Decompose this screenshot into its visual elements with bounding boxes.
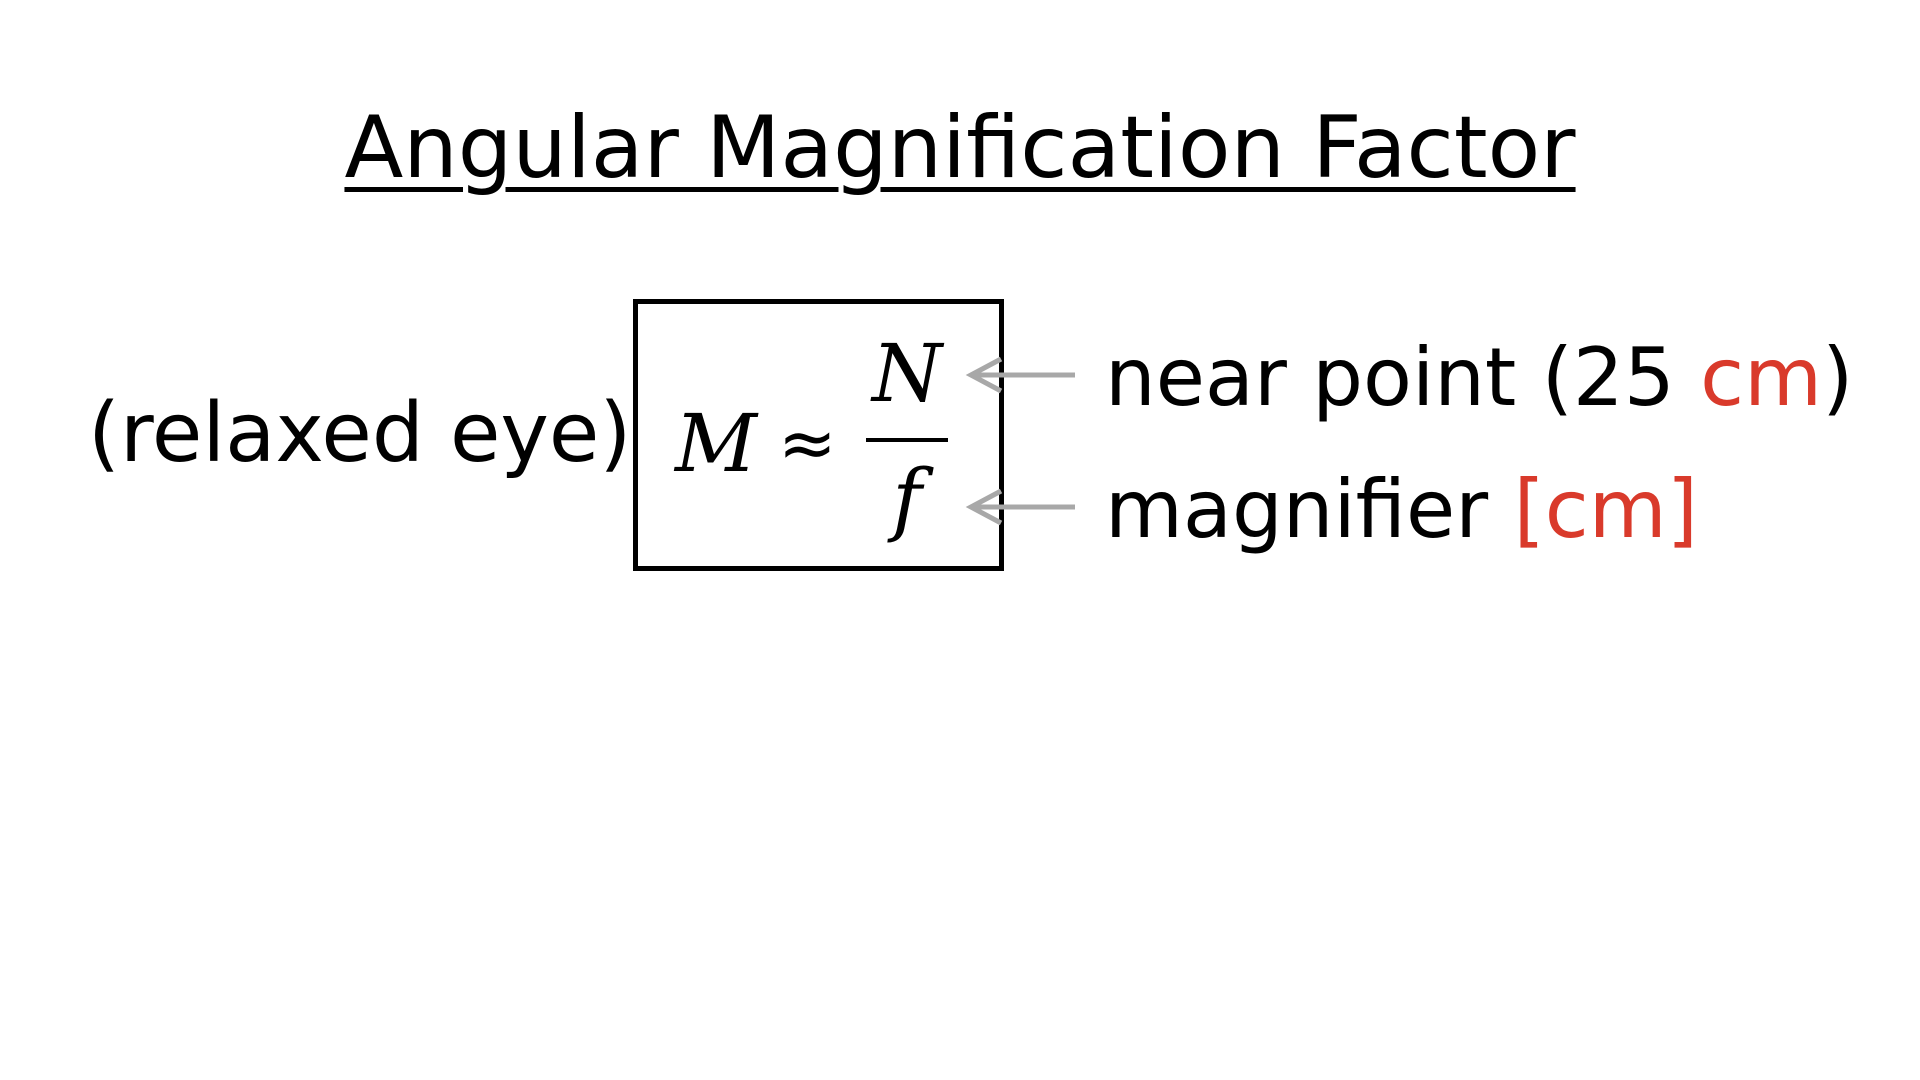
denominator-annotation: magnifier [cm] <box>1105 470 1698 550</box>
page-title: Angular Magnification Factor <box>344 98 1576 198</box>
unit-label: cm <box>1700 331 1823 424</box>
condition-label: (relaxed eye) <box>88 386 632 481</box>
closing-paren: ) <box>1822 331 1854 424</box>
numerator-annotation: near point (25 cm) <box>1105 338 1853 418</box>
formula-numerator: N <box>872 327 942 420</box>
formula-lhs: M <box>675 397 757 490</box>
approx-symbol: ≈ <box>778 402 837 484</box>
formula-denominator: f <box>892 452 922 545</box>
arrow-left-icon <box>965 356 1075 394</box>
arrow-left-icon <box>965 488 1075 526</box>
magnifier-label: magnifier <box>1105 463 1514 556</box>
formula-box: M ≈ N f <box>633 299 1004 571</box>
fraction-bar <box>866 438 948 442</box>
near-point-label: near point (25 <box>1105 331 1701 424</box>
unit-label: [cm] <box>1513 463 1698 556</box>
